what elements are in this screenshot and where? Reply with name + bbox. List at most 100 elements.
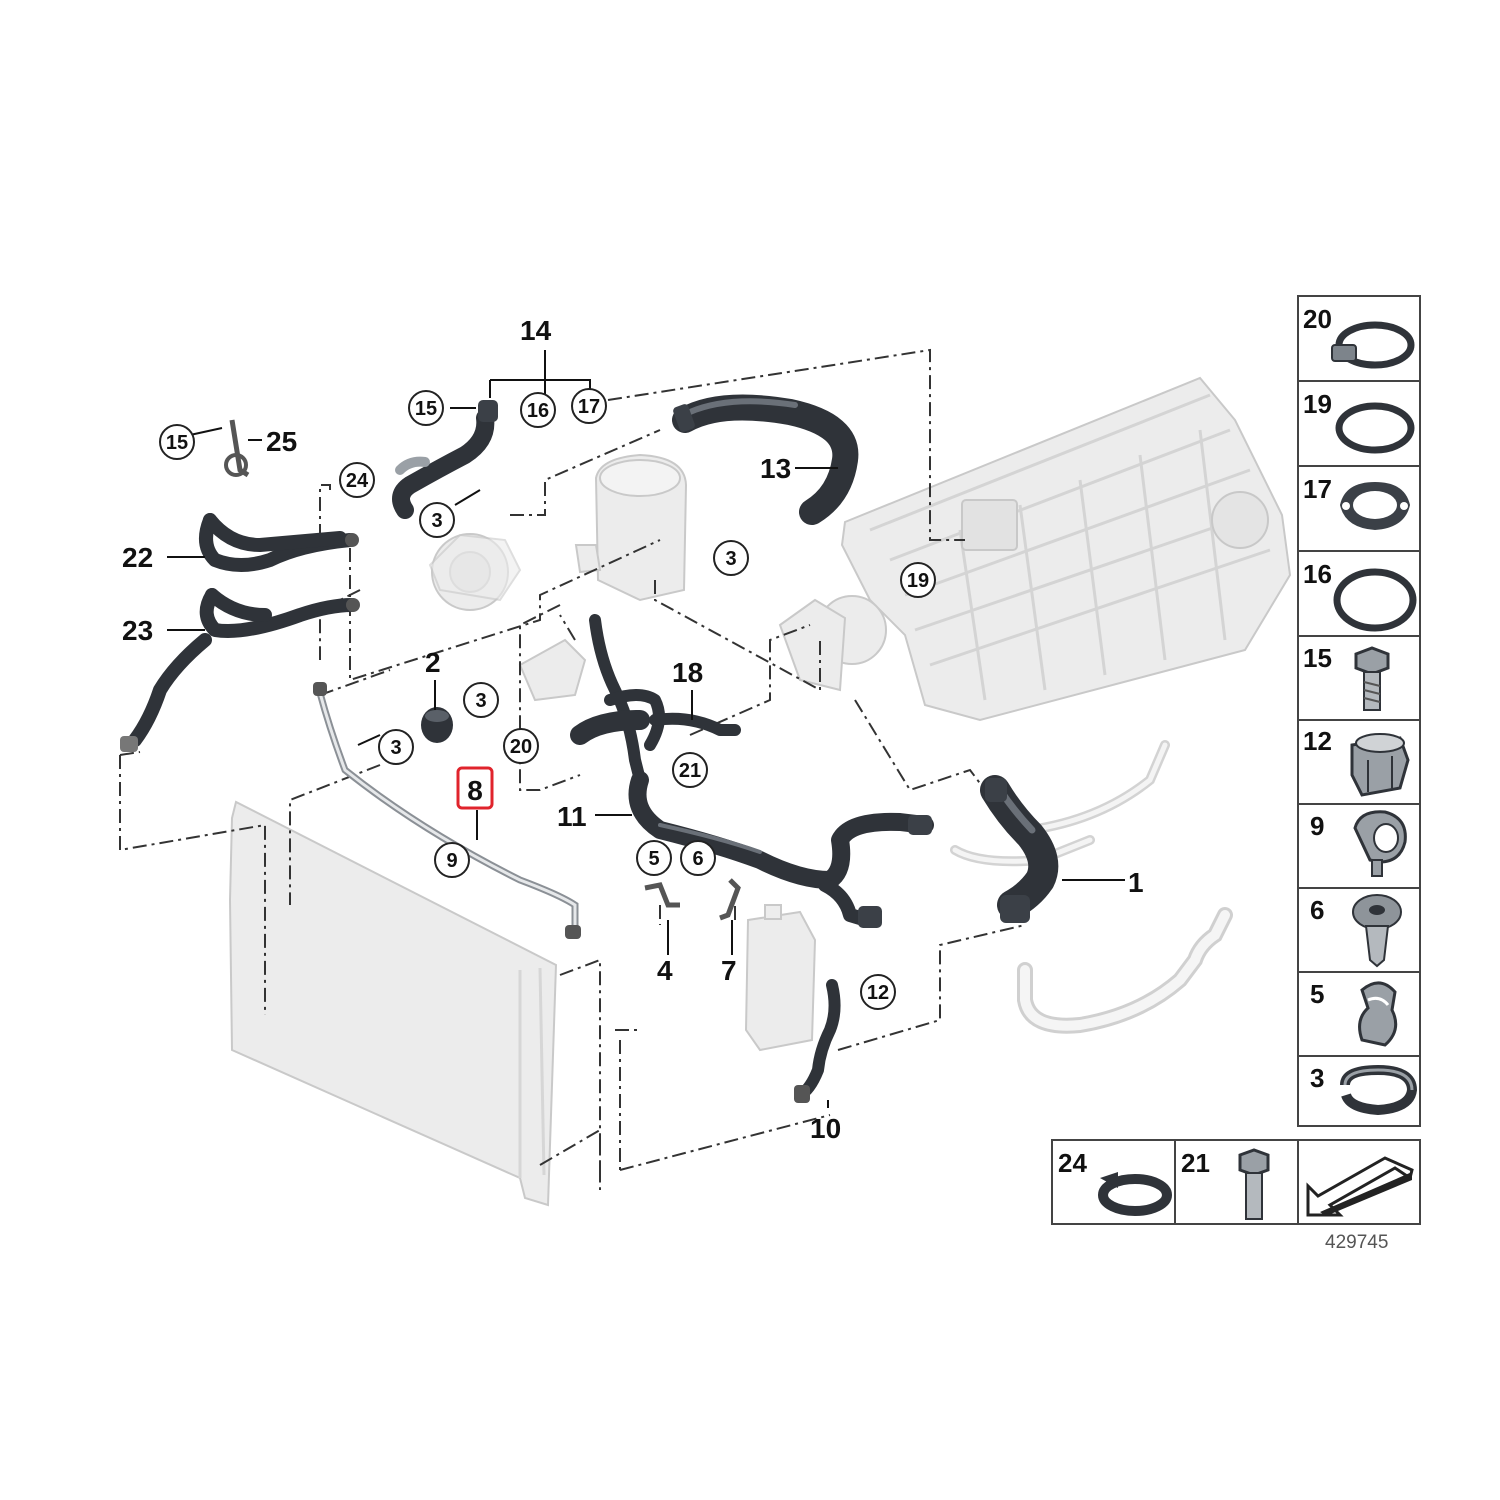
- hose-11: [628, 771, 934, 928]
- hex-bolt-icon: [1354, 646, 1390, 711]
- callout-5[interactable]: 5: [636, 840, 672, 876]
- hose-18: [570, 614, 741, 786]
- legend-item-15[interactable]: 15: [1303, 643, 1390, 711]
- svg-text:3: 3: [390, 737, 401, 759]
- svg-text:20: 20: [510, 736, 532, 758]
- hose-22: [199, 513, 359, 572]
- diagram-id-number: 429745: [1325, 1232, 1388, 1253]
- legend-item-9[interactable]: 9: [1310, 810, 1407, 877]
- svg-text:19: 19: [1303, 389, 1332, 419]
- svg-text:9: 9: [446, 850, 457, 872]
- svg-text:3: 3: [725, 548, 736, 570]
- callout-3-top[interactable]: 3: [419, 502, 455, 538]
- callout-20[interactable]: 20: [503, 728, 539, 764]
- callout-8-highlighted[interactable]: 8: [456, 766, 494, 810]
- callout-12[interactable]: 12: [860, 974, 896, 1010]
- svg-text:24: 24: [1058, 1148, 1087, 1178]
- callout-9[interactable]: 9: [434, 842, 470, 878]
- svg-text:21: 21: [679, 760, 701, 782]
- svg-text:5: 5: [648, 848, 659, 870]
- legend-item-19[interactable]: 19: [1303, 389, 1415, 454]
- expanding-rivet-icon: [1352, 894, 1402, 968]
- svg-text:12: 12: [867, 982, 889, 1004]
- callout-labels: 1 2 3 3 3 3 4 5 6 7 8: [122, 315, 1144, 1144]
- callout-15-left[interactable]: 15: [159, 424, 195, 460]
- callout-7[interactable]: 7: [721, 955, 737, 986]
- svg-text:3: 3: [1310, 1063, 1324, 1093]
- water-pump: [428, 533, 522, 611]
- hose-23: [120, 588, 360, 752]
- callout-22[interactable]: 22: [122, 542, 153, 573]
- callout-21[interactable]: 21: [672, 752, 708, 788]
- callout-16[interactable]: 16: [520, 392, 556, 428]
- svg-text:15: 15: [415, 398, 437, 420]
- svg-text:6: 6: [1310, 895, 1324, 925]
- callout-17[interactable]: 17: [571, 388, 607, 424]
- callout-18[interactable]: 18: [672, 657, 703, 688]
- hose-10: [794, 979, 841, 1103]
- radiator: [228, 800, 558, 1207]
- hose-clamp-worm-icon: [1331, 321, 1415, 369]
- legend-item-12[interactable]: 12: [1303, 726, 1410, 797]
- svg-text:15: 15: [166, 432, 188, 454]
- callout-11[interactable]: 11: [557, 801, 587, 832]
- legend-item-20[interactable]: 20: [1303, 304, 1415, 369]
- callout-3-lower[interactable]: 3: [378, 729, 414, 765]
- svg-text:17: 17: [1303, 474, 1332, 504]
- callout-23[interactable]: 23: [122, 615, 153, 646]
- callout-15-top[interactable]: 15: [408, 390, 444, 426]
- legend-item-17[interactable]: 17: [1303, 474, 1410, 530]
- svg-text:20: 20: [1303, 304, 1332, 334]
- svg-text:5: 5: [1310, 979, 1324, 1009]
- auxiliary-cooler: [744, 904, 817, 1052]
- electric-pump: [518, 638, 587, 702]
- svg-text:21: 21: [1181, 1148, 1210, 1178]
- callout-3-tank[interactable]: 3: [713, 540, 749, 576]
- callout-13[interactable]: 13: [760, 453, 791, 484]
- callout-19[interactable]: 19: [900, 562, 936, 598]
- svg-text:24: 24: [346, 470, 369, 492]
- direction-arrow-icon: [1306, 1156, 1414, 1217]
- legend-item-5[interactable]: 5: [1310, 979, 1398, 1047]
- legend-item-16[interactable]: 16: [1303, 559, 1417, 632]
- svg-text:19: 19: [907, 570, 929, 592]
- callout-1[interactable]: 1: [1128, 867, 1144, 898]
- callout-3-mount[interactable]: 3: [463, 682, 499, 718]
- svg-text:12: 12: [1303, 726, 1332, 756]
- gasket-flange-icon: [1340, 482, 1410, 530]
- svg-text:3: 3: [431, 510, 442, 532]
- svg-text:6: 6: [692, 848, 703, 870]
- legend-item-3[interactable]: 3: [1310, 1063, 1418, 1116]
- legend-item-21[interactable]: 21: [1181, 1148, 1270, 1220]
- bracket-4: [644, 882, 680, 908]
- spring-clip-icon: [1358, 981, 1398, 1047]
- svg-text:16: 16: [1303, 559, 1332, 589]
- mount-2: [421, 707, 453, 743]
- pipe-clip-icon: [1353, 810, 1407, 877]
- svg-text:17: 17: [578, 396, 600, 418]
- legend-item-direction: [1306, 1156, 1414, 1217]
- callout-4[interactable]: 4: [657, 955, 673, 986]
- hose-1: [980, 775, 1059, 923]
- hose-clamp-icon: [1340, 1064, 1418, 1116]
- hose-14: [392, 400, 498, 519]
- callout-6[interactable]: 6: [680, 840, 716, 876]
- engine-block: [840, 376, 1292, 722]
- quick-coupling-icon: [1350, 733, 1410, 797]
- svg-text:15: 15: [1303, 643, 1332, 673]
- svg-text:3: 3: [475, 690, 486, 712]
- thermostat-housing: [778, 595, 887, 692]
- callout-2[interactable]: 2: [425, 647, 441, 678]
- callout-24[interactable]: 24: [339, 462, 375, 498]
- callout-10[interactable]: 10: [810, 1113, 841, 1144]
- bracket-25: [224, 419, 250, 478]
- legend-item-24[interactable]: 24: [1058, 1148, 1172, 1216]
- callout-25[interactable]: 25: [266, 426, 297, 457]
- sealing-ring-icon: [1333, 568, 1417, 632]
- hose-13: [672, 394, 859, 525]
- legend-item-6[interactable]: 6: [1310, 894, 1402, 968]
- callout-14[interactable]: 14: [520, 315, 552, 346]
- bracket-7: [719, 878, 741, 921]
- o-ring-icon: [1335, 402, 1415, 454]
